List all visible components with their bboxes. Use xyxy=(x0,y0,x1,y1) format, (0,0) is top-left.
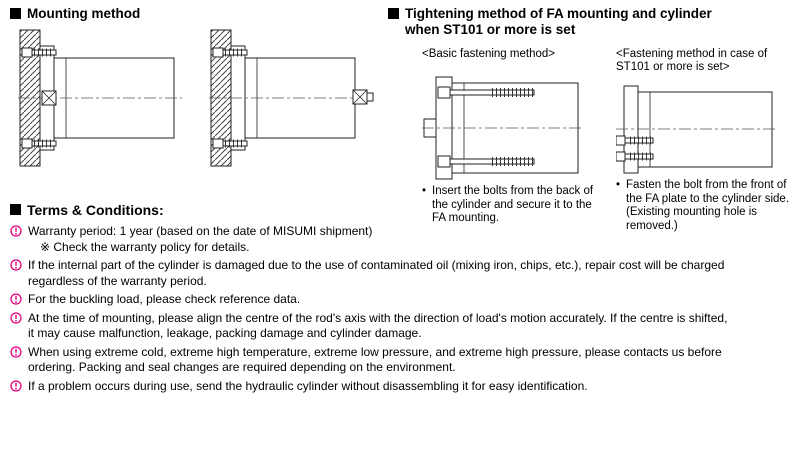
terms-section: Terms & Conditions: Warranty period: 1 y… xyxy=(10,202,794,397)
term-item: If a problem occurs during use, send the… xyxy=(10,379,794,395)
basic-fastening-label: <Basic fastening method> xyxy=(422,48,555,60)
mounting-diagram-rear-icon xyxy=(18,29,182,167)
mounting-diagrams xyxy=(10,28,382,168)
term-text: At the time of mounting, please align th… xyxy=(28,310,728,341)
tightening-columns: <Basic fastening method> xyxy=(388,48,792,348)
tightening-method-section: Tightening method of FA mounting and cyl… xyxy=(388,6,792,348)
st101-fastening-label: <Fastening method in case of ST101 or mo… xyxy=(616,48,792,74)
st101-fastening-column: <Fastening method in case of ST101 or mo… xyxy=(616,48,792,233)
terms-list: Warranty period: 1 year (based on the da… xyxy=(10,224,794,394)
warranty-note-icon xyxy=(10,379,22,392)
tightening-title-line1: Tightening method of FA mounting and cyl… xyxy=(405,6,712,21)
bullet-icon: • xyxy=(422,185,427,197)
term-item: When using extreme cold, extreme high te… xyxy=(10,345,794,376)
term-text: Warranty period: 1 year (based on the da… xyxy=(28,224,373,238)
st101-fastening-diagram-icon xyxy=(616,85,777,174)
section-marker-icon xyxy=(388,8,399,19)
basic-fastening-note-text: Insert the bolts from the back of the cy… xyxy=(432,185,594,224)
basic-fastening-column: <Basic fastening method> xyxy=(422,48,598,226)
warranty-note-icon xyxy=(10,225,22,237)
warranty-note-icon xyxy=(10,259,22,271)
st101-label-line1: <Fastening method in case of xyxy=(616,48,768,60)
term-subtext: ※ Check the warranty policy for details. xyxy=(40,239,250,254)
bullet-icon: • xyxy=(616,179,621,191)
warranty-note-icon xyxy=(10,293,22,305)
mounting-method-title: Mounting method xyxy=(10,6,382,22)
term-item: For the buckling load, please check refe… xyxy=(10,292,794,308)
basic-fastening-note: • Insert the bolts from the back of the … xyxy=(422,185,598,226)
warranty-note-icon xyxy=(10,311,22,324)
mounting-method-section: Mounting method xyxy=(10,6,382,168)
section-marker-icon xyxy=(10,8,21,19)
terms-title-text: Terms & Conditions: xyxy=(27,202,164,218)
mounting-method-title-text: Mounting method xyxy=(27,6,141,21)
term-item: If the internal part of the cylinder is … xyxy=(10,258,794,289)
term-text: If the internal part of the cylinder is … xyxy=(28,258,725,288)
tightening-method-title-lines: Tightening method of FA mounting and cyl… xyxy=(405,6,712,38)
section-marker-icon xyxy=(10,204,21,215)
term-text: When using extreme cold, extreme high te… xyxy=(28,344,722,375)
term-item: At the time of mounting, please align th… xyxy=(10,311,794,342)
tightening-title-line2: when ST101 or more is set xyxy=(405,22,576,37)
terms-title: Terms & Conditions: xyxy=(10,202,794,218)
st101-fastening-note: • Fasten the bolt from the front of the … xyxy=(616,179,792,233)
st101-label-line2: ST101 or more is set> xyxy=(616,61,730,73)
basic-fastening-diagram-icon xyxy=(422,76,582,180)
term-item: Warranty period: 1 year (based on the da… xyxy=(10,224,794,255)
term-text: For the buckling load, please check refe… xyxy=(28,292,301,306)
tightening-method-title: Tightening method of FA mounting and cyl… xyxy=(388,6,792,38)
mounting-diagram-front-icon xyxy=(209,29,374,167)
st101-fastening-note-text: Fasten the bolt from the front of the FA… xyxy=(626,179,790,232)
warranty-note-icon xyxy=(10,345,22,358)
term-text: If a problem occurs during use, send the… xyxy=(28,378,588,393)
